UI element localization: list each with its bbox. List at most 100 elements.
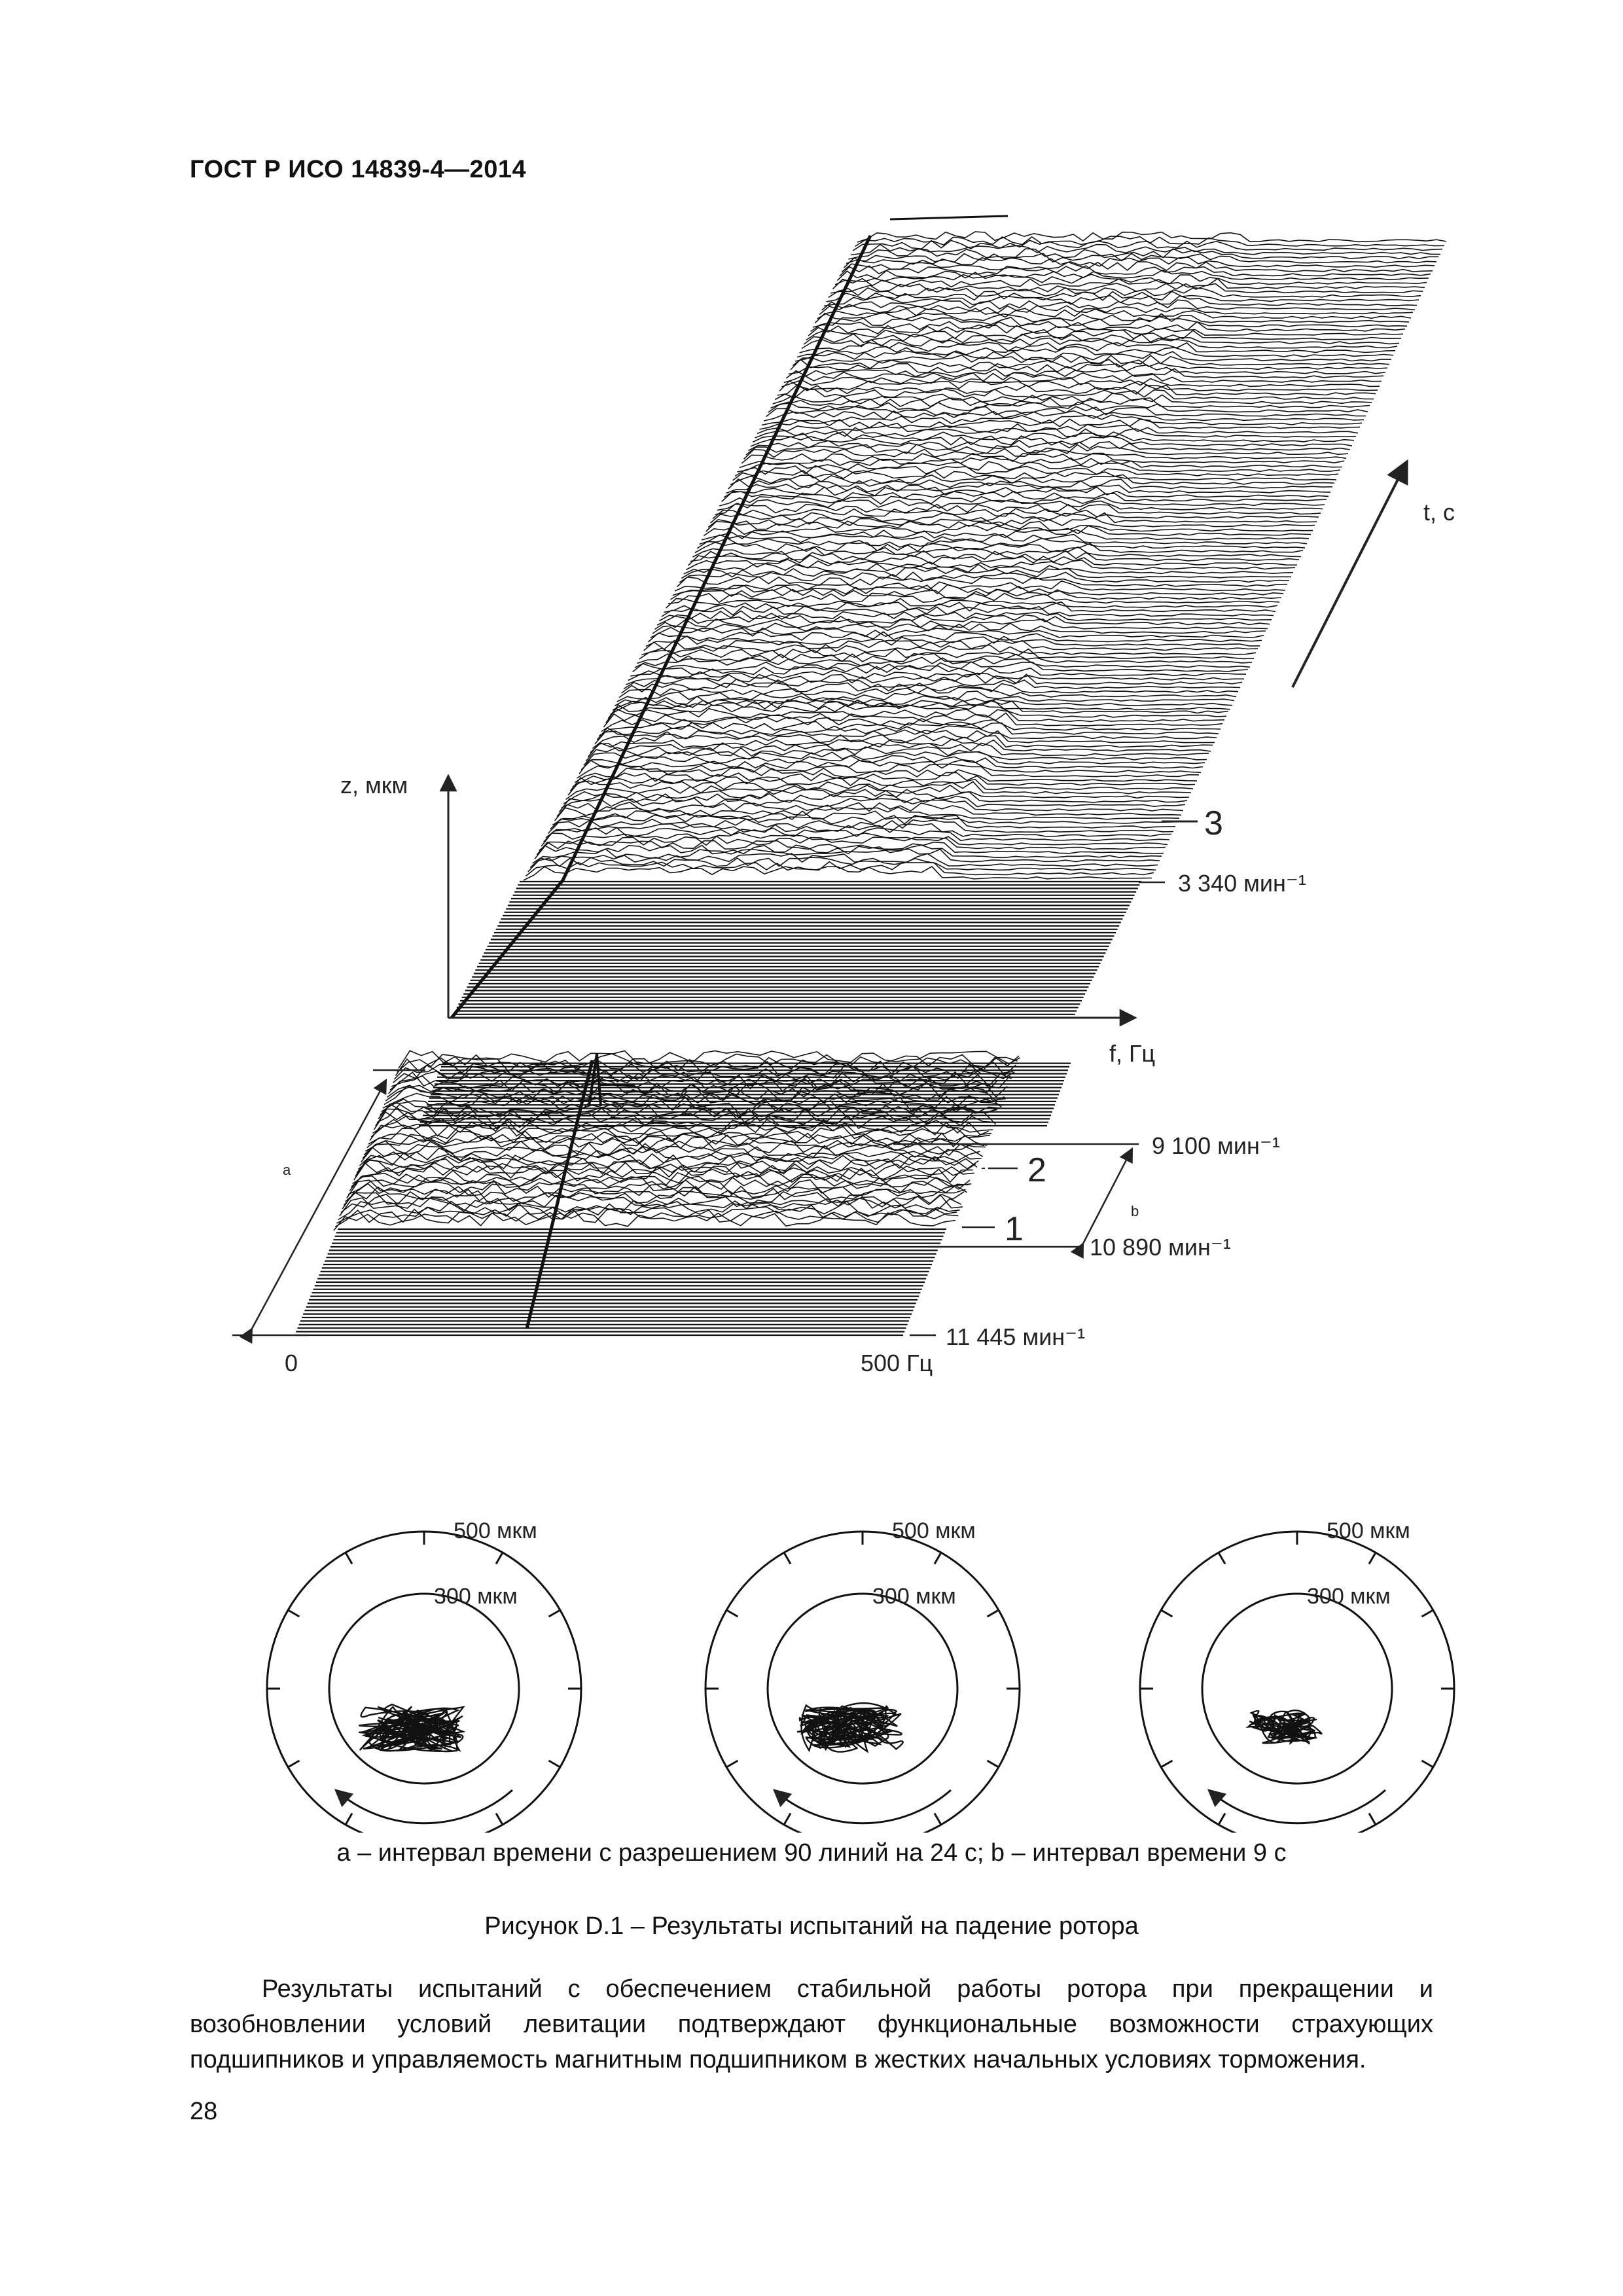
spectrum-trace — [338, 1200, 960, 1221]
spectrum-trace — [801, 337, 1398, 350]
spectrum-trace — [666, 598, 1278, 609]
spectrum-trace — [616, 691, 1235, 702]
spectrum-trace — [759, 418, 1361, 430]
spectrum-trace — [612, 699, 1231, 711]
spectrum-trace — [572, 772, 1196, 787]
rotor-orbit-trace — [359, 1703, 466, 1753]
spectrum-trace — [750, 435, 1353, 447]
ridge-band — [889, 215, 1008, 221]
spectrum-trace — [350, 1168, 973, 1188]
spectrum-trace — [585, 746, 1207, 762]
body-paragraph: Результаты испытаний с обеспечением стаб… — [190, 1971, 1433, 2077]
tick — [495, 1812, 504, 1825]
spectrum-trace — [834, 274, 1427, 285]
spectrum-trace — [830, 283, 1423, 294]
spectrum-trace — [710, 512, 1317, 524]
spectrum-trace — [580, 755, 1204, 770]
speed-label-11445: 11 445 мин⁻¹ — [946, 1323, 1085, 1350]
interval-b-label: b — [1131, 1203, 1139, 1219]
outer-circle — [266, 1530, 582, 1833]
spectrum-trace — [841, 261, 1433, 273]
spectrum-trace — [768, 401, 1368, 413]
marker-2: 2 — [1027, 1151, 1046, 1189]
spectrum-trace — [739, 456, 1343, 469]
spectrum-trace — [561, 793, 1186, 809]
spectrum-trace — [757, 422, 1359, 435]
spectrum-trace — [587, 742, 1209, 757]
spectrum-trace — [536, 840, 1164, 855]
spectrum-trace — [774, 388, 1374, 401]
spectrum-trace — [814, 312, 1410, 324]
lower-waterfall — [294, 1050, 1071, 1336]
interval-a-label: a — [283, 1162, 291, 1178]
spectrum-trace — [621, 682, 1239, 694]
spectrum-trace — [799, 342, 1396, 353]
inner-circle — [1201, 1592, 1393, 1785]
spectrum-trace — [817, 308, 1412, 319]
spectrum-trace — [603, 712, 1223, 728]
f-tick-min: 0 — [285, 1350, 298, 1376]
spectrum-trace — [741, 452, 1345, 464]
interval-b-arrow — [1070, 1147, 1133, 1259]
spectrum-trace — [703, 524, 1311, 537]
spectrum-trace — [668, 592, 1280, 605]
spectrum-trace — [748, 439, 1351, 452]
spectrum-trace — [543, 827, 1170, 843]
tick — [783, 1552, 792, 1565]
spectrum-trace — [342, 1190, 965, 1210]
tick — [1217, 1552, 1226, 1565]
tick — [548, 1759, 561, 1768]
document-header: ГОСТ Р ИСО 14839-4—2014 — [190, 156, 527, 183]
inner-radius-label: 300 мкм — [872, 1584, 956, 1609]
rotation-arrow — [334, 1789, 513, 1825]
tick — [1368, 1812, 1377, 1825]
spectrum-trace — [577, 763, 1200, 779]
spectrum-trace — [772, 393, 1372, 404]
spectrum-trace — [650, 626, 1264, 639]
spectrum-trace — [659, 610, 1272, 622]
spectrum-trace — [661, 605, 1274, 617]
spectrum-trace — [677, 576, 1288, 588]
spectrum-trace — [656, 614, 1270, 626]
spectrum-trace — [855, 236, 1445, 247]
spectrum-trace — [355, 1158, 978, 1177]
tick — [933, 1552, 942, 1565]
spectrum-trace — [639, 648, 1255, 660]
spectrum-trace — [674, 580, 1286, 592]
spectrum-trace — [839, 265, 1431, 277]
spectrum-trace — [550, 814, 1176, 830]
spectrum-trace — [823, 295, 1418, 307]
spectrum-trace — [734, 465, 1339, 477]
lower-ridge-peak — [588, 1053, 602, 1107]
tick — [548, 1609, 561, 1618]
figure-d1: z, мкм f, Гц t, с 3 3 340 мин⁻¹ a b 9 10… — [232, 215, 1455, 1833]
upper-spectrum-peaks — [523, 231, 1447, 881]
spectrum-trace — [632, 661, 1249, 673]
spectrum-trace — [610, 699, 1229, 715]
spectrum-trace — [637, 653, 1253, 664]
spectrum-trace — [333, 1212, 956, 1231]
spectrum-trace — [386, 1078, 1009, 1098]
rotor-orbit-trace — [1245, 1710, 1323, 1745]
tick — [287, 1759, 300, 1768]
spectrum-trace — [365, 1132, 988, 1152]
inner-circle — [328, 1592, 520, 1785]
spectrum-trace — [685, 558, 1296, 571]
spectrum-trace — [779, 380, 1378, 392]
tick — [1160, 1759, 1173, 1768]
spectrum-trace — [783, 371, 1382, 384]
spectrum-trace — [592, 733, 1213, 749]
spectrum-trace — [806, 329, 1402, 341]
spectrum-trace — [547, 818, 1174, 834]
tick — [1421, 1759, 1434, 1768]
spectrum-trace — [339, 1197, 962, 1217]
outer-circle — [704, 1530, 1021, 1833]
t-axis — [1291, 459, 1408, 688]
spectrum-trace — [614, 695, 1233, 707]
figure-caption: Рисунок D.1 – Результаты испытаний на па… — [484, 1912, 1139, 1940]
spectrum-trace — [745, 444, 1349, 456]
spectrum-trace — [781, 376, 1380, 387]
